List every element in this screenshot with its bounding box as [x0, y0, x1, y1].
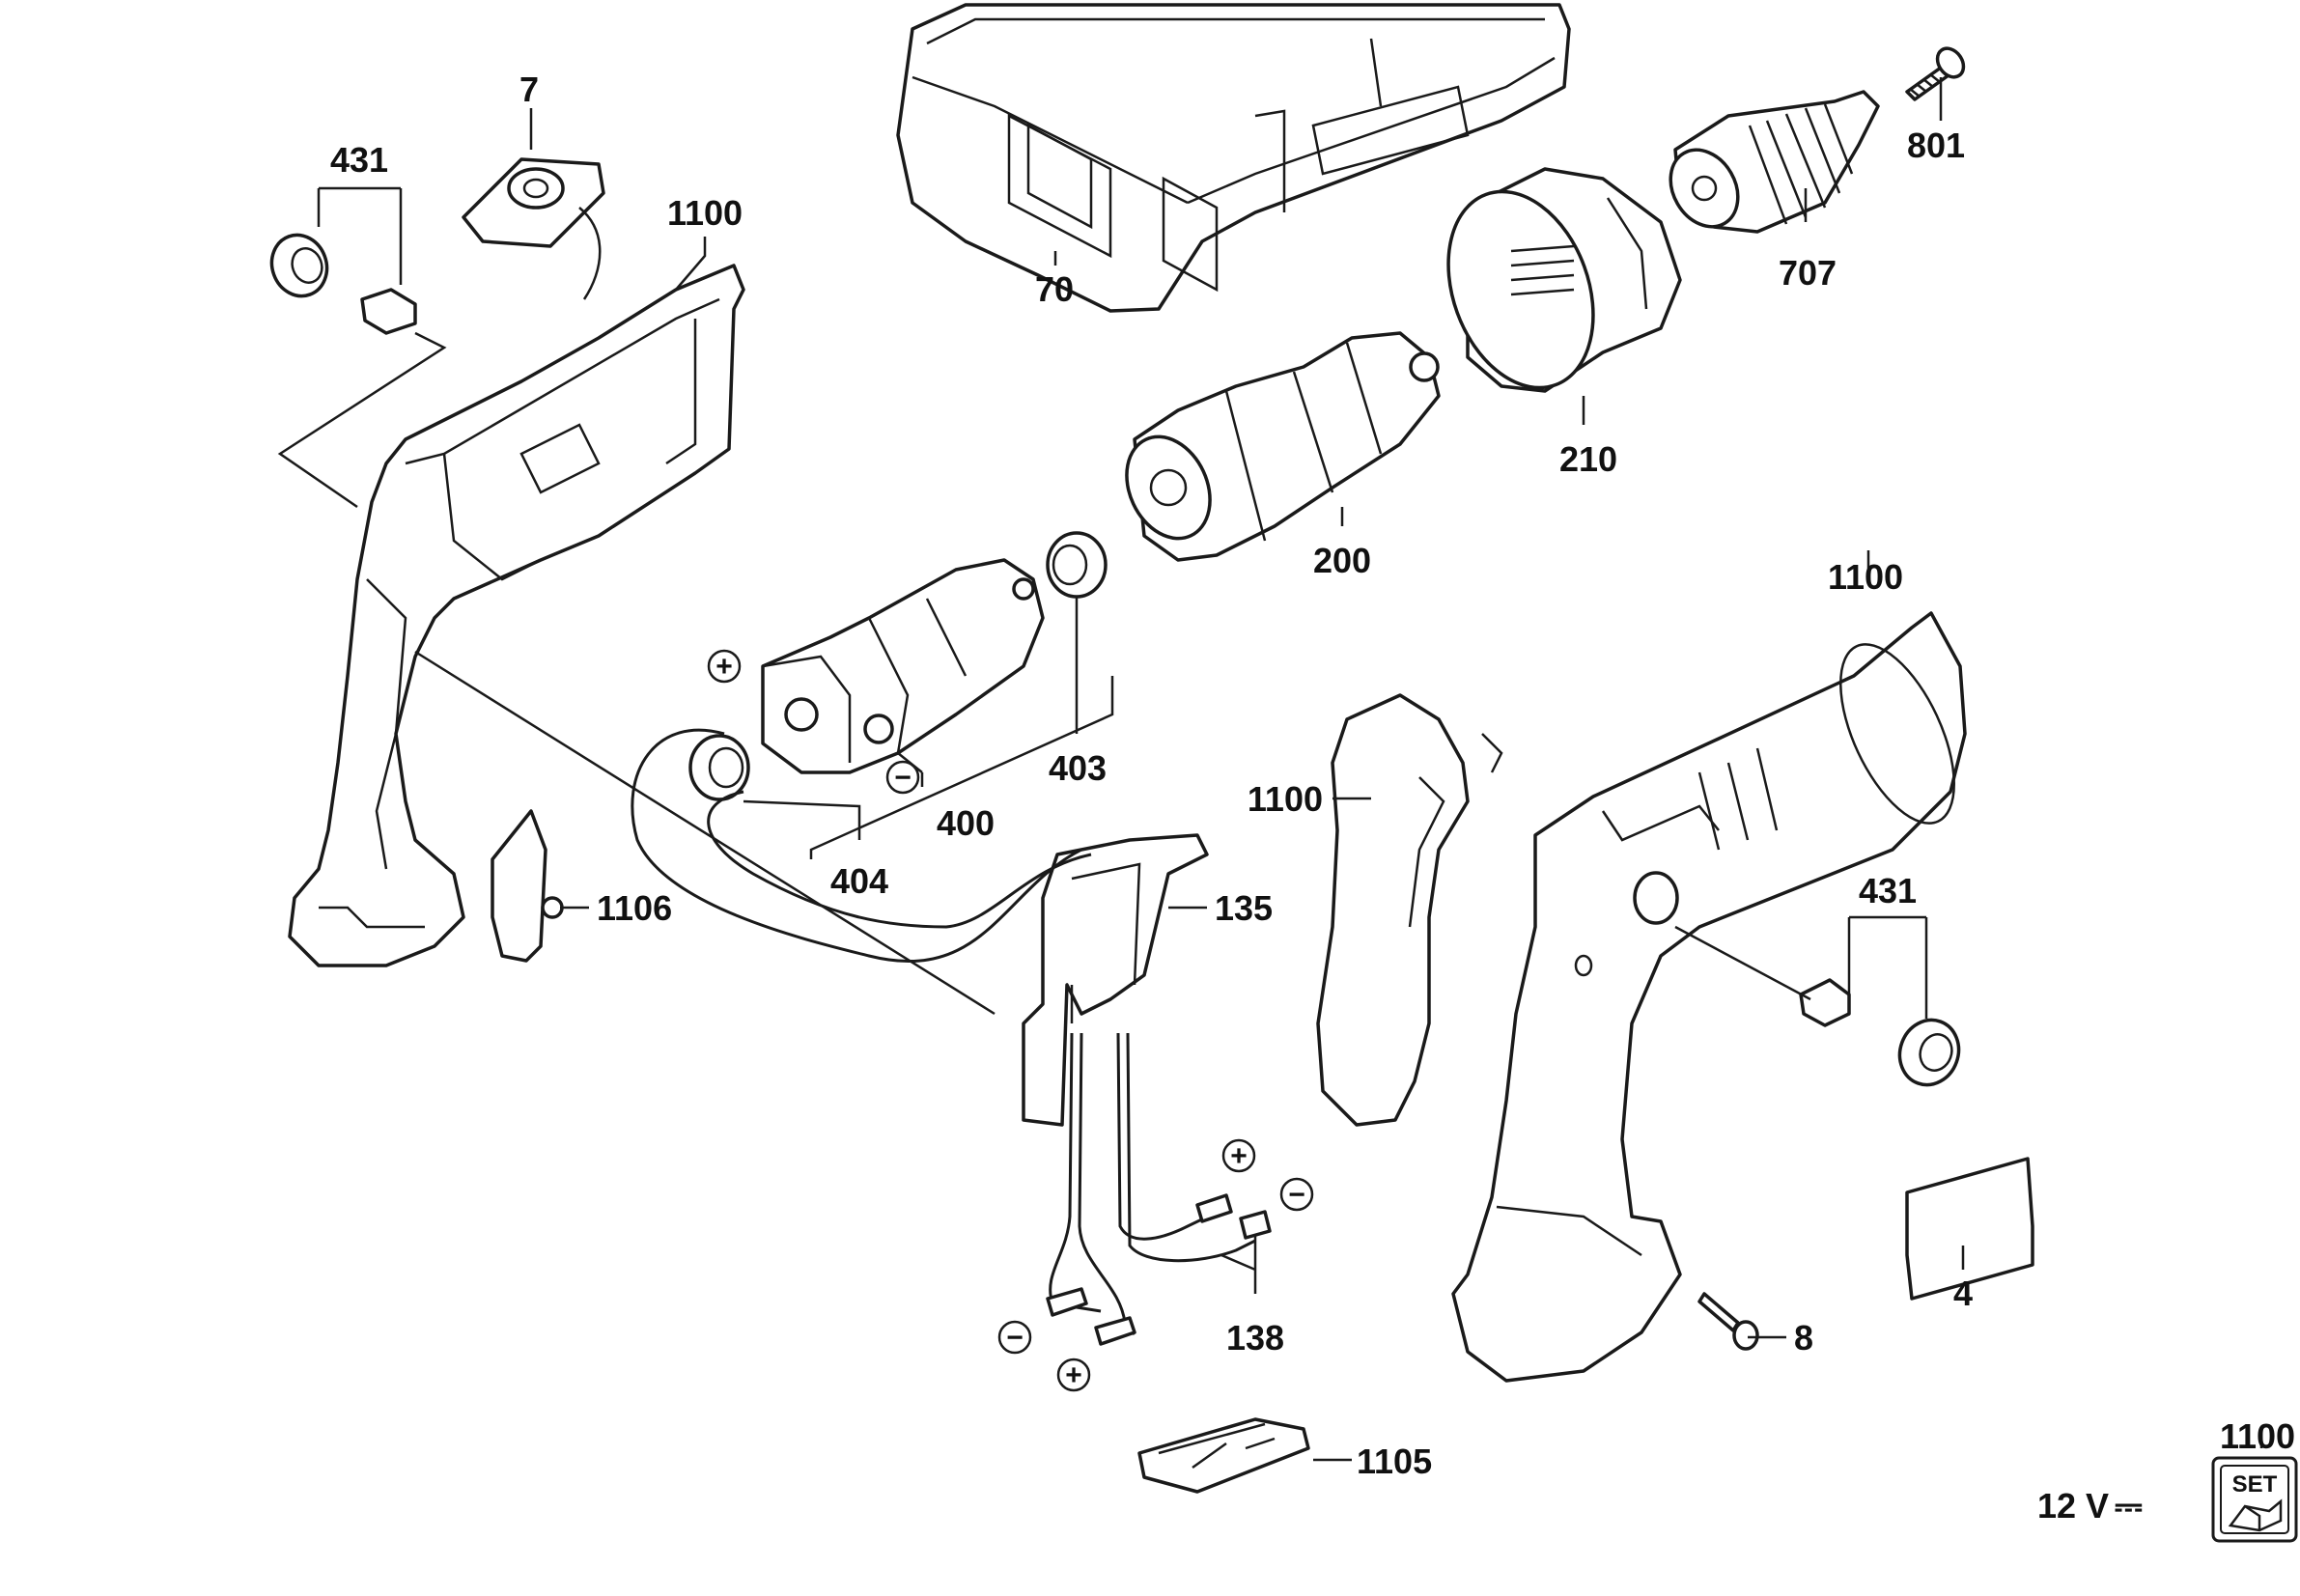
label-7: 7 [519, 70, 539, 109]
voltage-indicator: 12 V ⎓ [2037, 1486, 2143, 1526]
label-70: 70 [1035, 269, 1074, 309]
part-8-screw [1697, 1292, 1759, 1351]
label-200: 200 [1313, 541, 1371, 580]
leader-lines [277, 77, 2263, 1462]
part-801-screw [1905, 46, 1966, 101]
motor-wire-loop [631, 728, 1092, 963]
label-138: 138 [1226, 1318, 1284, 1358]
part-135-switch [1022, 833, 1209, 1127]
minus-marker-wire-top: − [1279, 1177, 1314, 1212]
svg-text:+: + [715, 651, 733, 683]
minus-marker-wire-bottom: − [997, 1320, 1032, 1355]
plus-marker-wire-top: + [1221, 1138, 1256, 1173]
minus-marker-motor: − [885, 760, 920, 795]
svg-text:−: − [1288, 1179, 1305, 1211]
label-400: 400 [937, 803, 995, 843]
part-400-motor [761, 558, 1045, 774]
label-431-right: 431 [1859, 871, 1917, 910]
label-707: 707 [1779, 253, 1837, 293]
label-4: 4 [1953, 1274, 1973, 1313]
part-404-bearing [688, 734, 750, 801]
plus-marker-wire-bottom: + [1056, 1358, 1091, 1392]
part-403-bearing [1046, 531, 1108, 599]
part-1105-terminal-block [1137, 1417, 1310, 1494]
label-1100-left-housing: 1100 [667, 193, 743, 233]
label-1100-set: 1100 [2220, 1416, 2295, 1456]
label-1106: 1106 [597, 888, 672, 928]
set-badge-text: SET [2232, 1471, 2278, 1498]
plus-marker-motor: + [707, 649, 742, 684]
part-7-speed-selector [462, 157, 605, 300]
label-1105: 1105 [1357, 1442, 1432, 1481]
part-200-gearbox [1125, 331, 1441, 562]
part-1100-right-housing [1451, 611, 1967, 1383]
part-431-right-brush-set [1799, 978, 1961, 1087]
label-404: 404 [830, 861, 888, 901]
part-210-nose-cover [1446, 167, 1682, 393]
wire-harness-138 [1046, 1032, 1272, 1346]
part-1100-grip-overmold [1316, 693, 1503, 1127]
part-4-label-plate [1905, 1157, 2034, 1301]
label-801: 801 [1907, 126, 1965, 165]
label-403: 403 [1049, 748, 1107, 788]
part-1106-clip [491, 809, 564, 963]
svg-text:−: − [1006, 1322, 1024, 1354]
part-431-top-brush-set [269, 233, 417, 335]
svg-text:+: + [1065, 1359, 1082, 1391]
part-1100-left-housing-half [288, 264, 745, 967]
polarity-markers: + − + − − + [707, 649, 1314, 1392]
part-labels: 7 431 1100 70 801 707 210 200 403 400 40… [330, 70, 2295, 1481]
label-1100-right-housing: 1100 [1828, 557, 1903, 597]
svg-text:+: + [1230, 1140, 1248, 1172]
label-431-top: 431 [330, 140, 388, 180]
voltage-value: 12 V [2037, 1486, 2109, 1526]
label-210: 210 [1559, 439, 1617, 479]
set-badge-icon: SET [2211, 1456, 2298, 1543]
dc-symbol: ⎓ [2115, 1486, 2143, 1526]
part-707-chuck [1669, 90, 1880, 234]
label-1100-grip: 1100 [1248, 779, 1323, 819]
label-8: 8 [1794, 1318, 1813, 1358]
svg-text:−: − [894, 762, 912, 794]
part-70-carrying-case [896, 3, 1571, 313]
label-135: 135 [1215, 888, 1273, 928]
